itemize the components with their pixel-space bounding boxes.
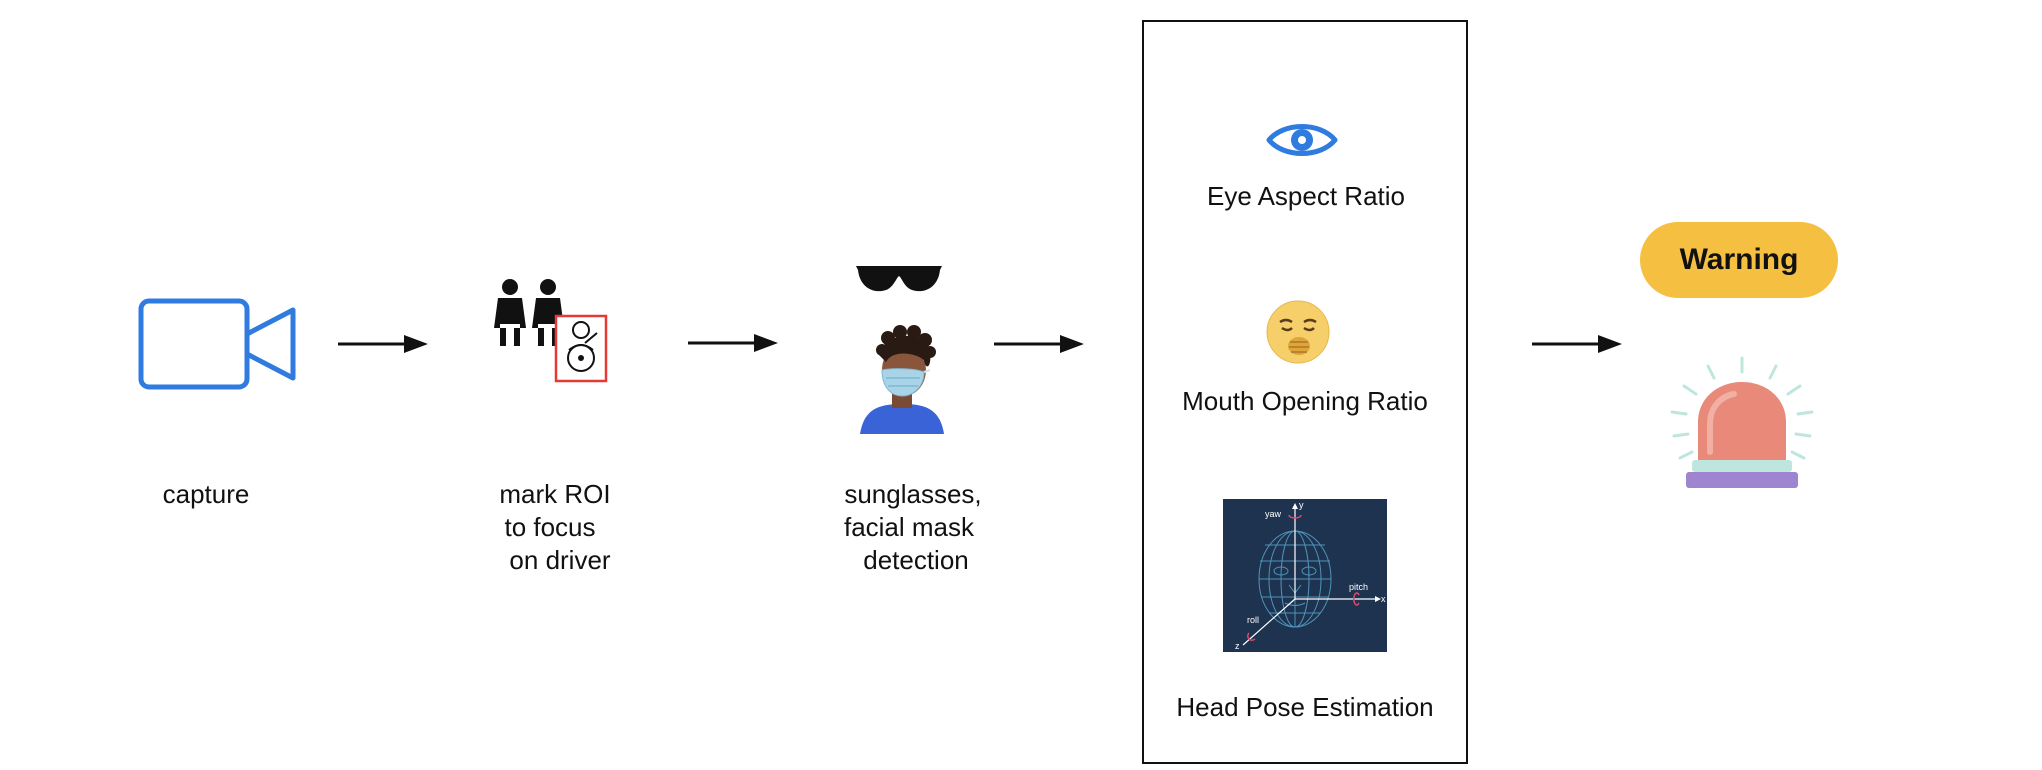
head-pose-estimation-label: Head Pose Estimation: [1176, 692, 1434, 722]
arrow-features-to-warning: [1532, 335, 1622, 353]
z-axis-label: z: [1235, 641, 1240, 651]
eye-icon: [1266, 124, 1338, 156]
eye-aspect-ratio-label: Eye Aspect Ratio: [1207, 181, 1405, 211]
yaw-axis-label: yaw: [1265, 509, 1282, 519]
masked-person-icon: [860, 325, 944, 434]
roll-axis-label: roll: [1247, 615, 1259, 625]
yawning-face-icon: [1266, 300, 1330, 364]
video-camera-icon: [138, 298, 296, 390]
x-axis-label: x: [1381, 594, 1386, 604]
detection-label-line-3: detection: [863, 545, 969, 575]
detection-label-line-1: sunglasses,: [844, 479, 982, 509]
arrow-detection-to-features: [994, 335, 1084, 353]
roi-label-line-2: to focus: [504, 512, 596, 542]
roi-label-line-3: on driver: [509, 545, 611, 575]
head-pose-image: yaw y pitch x roll z: [1223, 499, 1387, 652]
arrow-capture-to-roi: [338, 335, 428, 353]
y-axis-label: y: [1299, 500, 1304, 510]
sunglasses-icon: [856, 266, 942, 292]
pitch-axis-label: pitch: [1349, 582, 1368, 592]
detection-label-line-2: facial mask: [843, 512, 975, 542]
warning-badge: Warning: [1640, 222, 1838, 298]
arrow-roi-to-detection: [688, 334, 778, 352]
roi-label-line-1: mark ROI: [499, 479, 611, 509]
capture-label: capture: [162, 479, 250, 509]
mouth-opening-ratio-label: Mouth Opening Ratio: [1182, 386, 1428, 416]
siren-icon: [1670, 356, 1814, 488]
driver-roi-icon: [494, 279, 608, 383]
